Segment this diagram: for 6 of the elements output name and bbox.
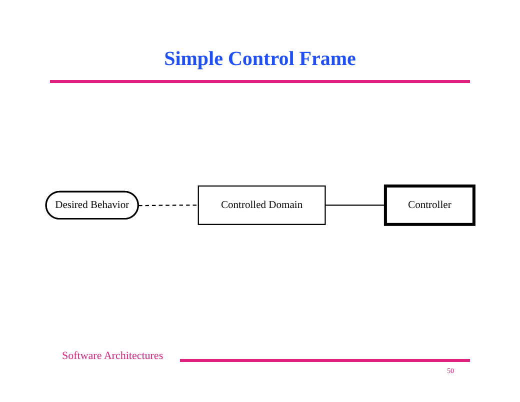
node-box: Controlled Domain [198,185,326,225]
slide-title: Simple Control Frame [163,48,357,71]
connector [138,204,198,206]
node-box: Controller [384,184,476,226]
connector [325,204,386,206]
footer-text: Software Architectures [62,350,164,362]
